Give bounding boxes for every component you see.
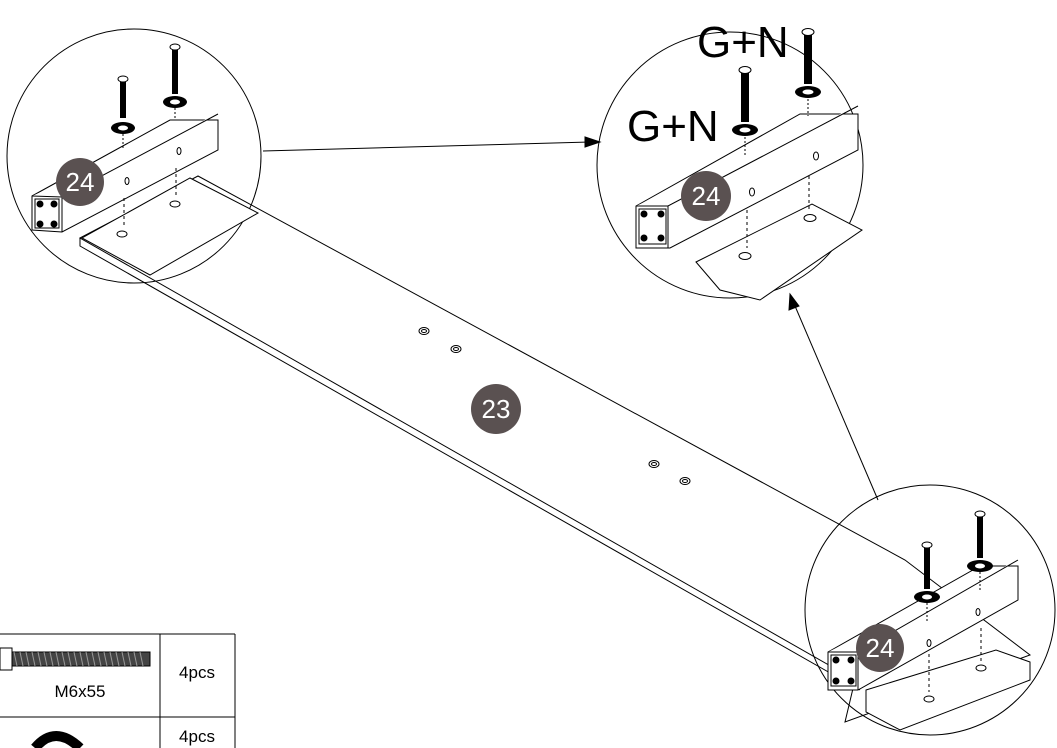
- badge-23-label: 23: [482, 394, 511, 424]
- hardware-name-1: M6x55: [54, 682, 105, 701]
- bolt-set-bottom-right: [914, 510, 993, 622]
- badge-24-top-left: 24: [56, 158, 104, 206]
- arrow-bottom-to-detail: [794, 305, 879, 501]
- arrows: [262, 136, 879, 501]
- hardware-qty-1: 4pcs: [179, 663, 215, 682]
- detail-circle-top-right: G+N G+N: [596, 18, 864, 301]
- badge-23: 23: [471, 384, 521, 434]
- hardware-table: M6x55 4pcs 4pcs: [0, 633, 236, 748]
- bolt-m6x55-icon: [0, 647, 151, 671]
- badge-24-bottom-right: 24: [856, 624, 904, 672]
- hardware-qty-2: 4pcs: [179, 727, 215, 746]
- bolt-set-detail: [732, 28, 821, 156]
- badge-24-label: 24: [66, 167, 95, 197]
- callout-upper: G+N: [697, 18, 789, 67]
- bolt-set-top-left: [111, 43, 187, 150]
- callout-lower: G+N: [627, 102, 719, 151]
- badge-24-label: 24: [692, 181, 721, 211]
- badge-24-detail: 24: [681, 171, 731, 221]
- arrowhead-up-icon: [788, 292, 800, 311]
- arrow-left-to-detail: [262, 141, 591, 152]
- washer-icon: [31, 731, 84, 748]
- arrowhead-right-icon: [584, 136, 602, 148]
- badge-24-label: 24: [866, 633, 895, 663]
